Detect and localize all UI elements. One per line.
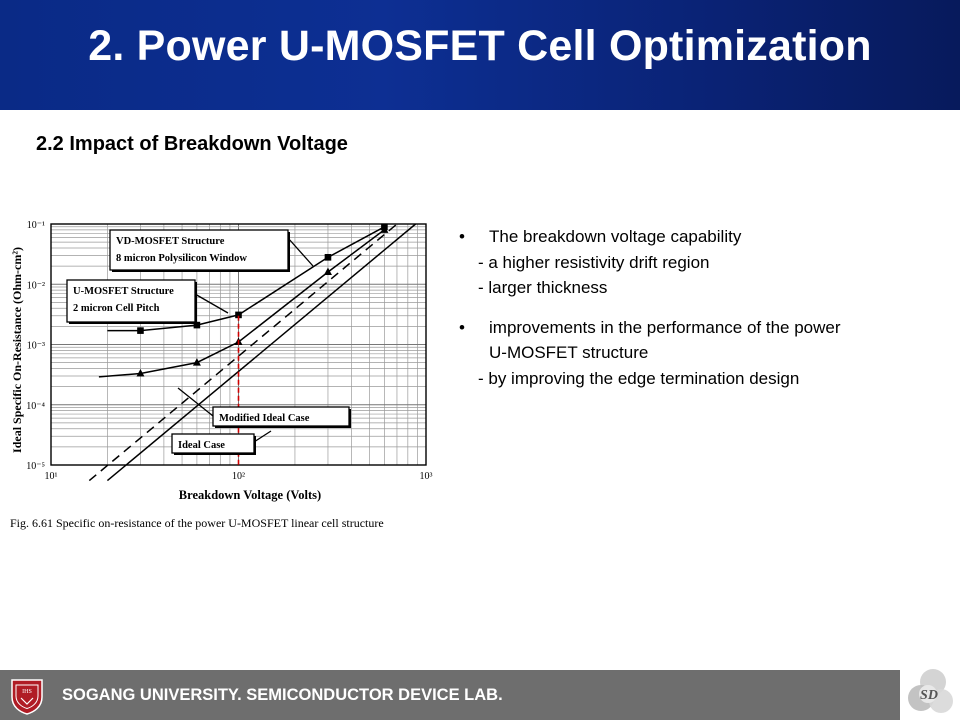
bullet-text: - by improving the edge termination desi… <box>478 368 800 388</box>
series-line <box>98 229 385 378</box>
bullet-list: • The breakdown voltage capability - a hig… <box>456 224 946 391</box>
annotation-leader <box>253 430 272 443</box>
data-point-triangle <box>136 369 145 377</box>
chart-series <box>88 223 417 482</box>
y-axis-label: Ideal Specific On-Resistance (Ohm-cm²) <box>10 247 24 453</box>
x-axis-label: Breakdown Voltage (Volts) <box>179 488 321 502</box>
slide-subtitle: 2.2 Impact of Breakdown Voltage <box>36 133 348 155</box>
y-tick-label: 10⁻⁴ <box>26 401 45 412</box>
annotation-box <box>109 229 289 271</box>
bullet-text: U-MOSFET structure <box>489 343 649 362</box>
annotation-callout: Modified Ideal Case <box>177 387 351 428</box>
annotation-box <box>171 433 255 454</box>
y-tick-label: 10⁻³ <box>27 341 45 352</box>
y-tick-label: 10⁻¹ <box>27 220 45 231</box>
series-line <box>106 223 417 482</box>
y-tick-label: 10⁻⁵ <box>26 461 45 472</box>
annotation-box <box>66 279 196 323</box>
chart-annotations: VD-MOSFET Structure 8 micron Polysilicon … <box>66 229 351 455</box>
bullet-text: - larger thickness <box>478 278 608 297</box>
annotation-text: U-MOSFET Structure <box>73 286 174 297</box>
data-point-square <box>193 321 201 329</box>
annotation-leader <box>177 387 214 417</box>
footer-bar: IHS SOGANG UNIVERSITY. SEMICONDUCTOR DEV… <box>0 670 900 720</box>
figure-caption: Fig. 6.61 Specific on-resistance of the … <box>10 516 384 530</box>
annotation-callout: U-MOSFET Structure 2 micron Cell Pitch <box>66 279 229 324</box>
sub-item: - larger thickness <box>456 275 946 301</box>
bullet-text: - a higher resistivity drift region <box>478 252 710 272</box>
y-tick-label: 10⁻² <box>27 280 45 291</box>
sub-item: - a higher resistivity drift region <box>456 250 946 276</box>
footer-text: SOGANG UNIVERSITY. SEMICONDUCTOR DEVICE … <box>62 686 503 704</box>
bullet-item: • improvements in the performance of the … <box>456 315 946 341</box>
bullet-gap <box>456 301 946 315</box>
annotation-text: 2 micron Cell Pitch <box>73 303 160 314</box>
logo-label: SD <box>920 688 938 703</box>
chart-ticks: 10¹ 10² 10³ 10⁻¹ 10⁻² 10⁻³ 10⁻⁴ 10⁻⁵ <box>26 220 432 482</box>
university-shield-icon: IHS <box>11 679 43 715</box>
shield-label: IHS <box>22 689 32 695</box>
slide-title: 2. Power U-MOSFET Cell Optimization <box>88 22 872 70</box>
x-tick-label: 10¹ <box>45 471 58 482</box>
series-line <box>88 223 398 482</box>
on-resistance-chart: VD-MOSFET Structure 8 micron Polysilicon … <box>0 210 445 540</box>
bullet-text: The breakdown voltage capability <box>489 227 742 246</box>
annotation-callout: Ideal Case <box>171 430 272 455</box>
data-point-square <box>324 254 332 261</box>
data-point-square <box>137 327 144 334</box>
sub-item: - by improving the edge termination desi… <box>456 366 946 392</box>
data-point-triangle <box>380 225 389 233</box>
lab-logo-icon: SD <box>908 669 953 713</box>
bullet-continuation: U-MOSFET structure <box>456 340 946 366</box>
annotation-text: 8 micron Polysilicon Window <box>116 253 247 264</box>
annotation-text: Modified Ideal Case <box>219 413 310 424</box>
data-point-triangle <box>192 358 201 366</box>
annotation-leader <box>194 293 229 314</box>
annotation-text: VD-MOSFET Structure <box>116 236 225 247</box>
bullet-dot-icon: • <box>459 317 465 337</box>
bullet-text: improvements in the performance of the p… <box>489 317 841 337</box>
annotation-leader <box>287 237 314 267</box>
plot-frame <box>50 223 427 466</box>
annotation-box <box>212 406 350 427</box>
x-tick-label: 10² <box>232 471 245 482</box>
x-tick-label: 10³ <box>420 471 433 482</box>
annotation-callout: VD-MOSFET Structure 8 micron Polysilicon … <box>109 229 314 272</box>
data-point-square <box>235 311 242 319</box>
data-point-triangle <box>323 267 332 275</box>
annotation-text: Ideal Case <box>178 440 225 451</box>
bullet-item: • The breakdown voltage capability <box>456 224 946 250</box>
bullet-dot-icon: • <box>459 227 465 246</box>
title-bar: 2. Power U-MOSFET Cell Optimization <box>0 0 960 110</box>
series-line <box>107 226 385 332</box>
